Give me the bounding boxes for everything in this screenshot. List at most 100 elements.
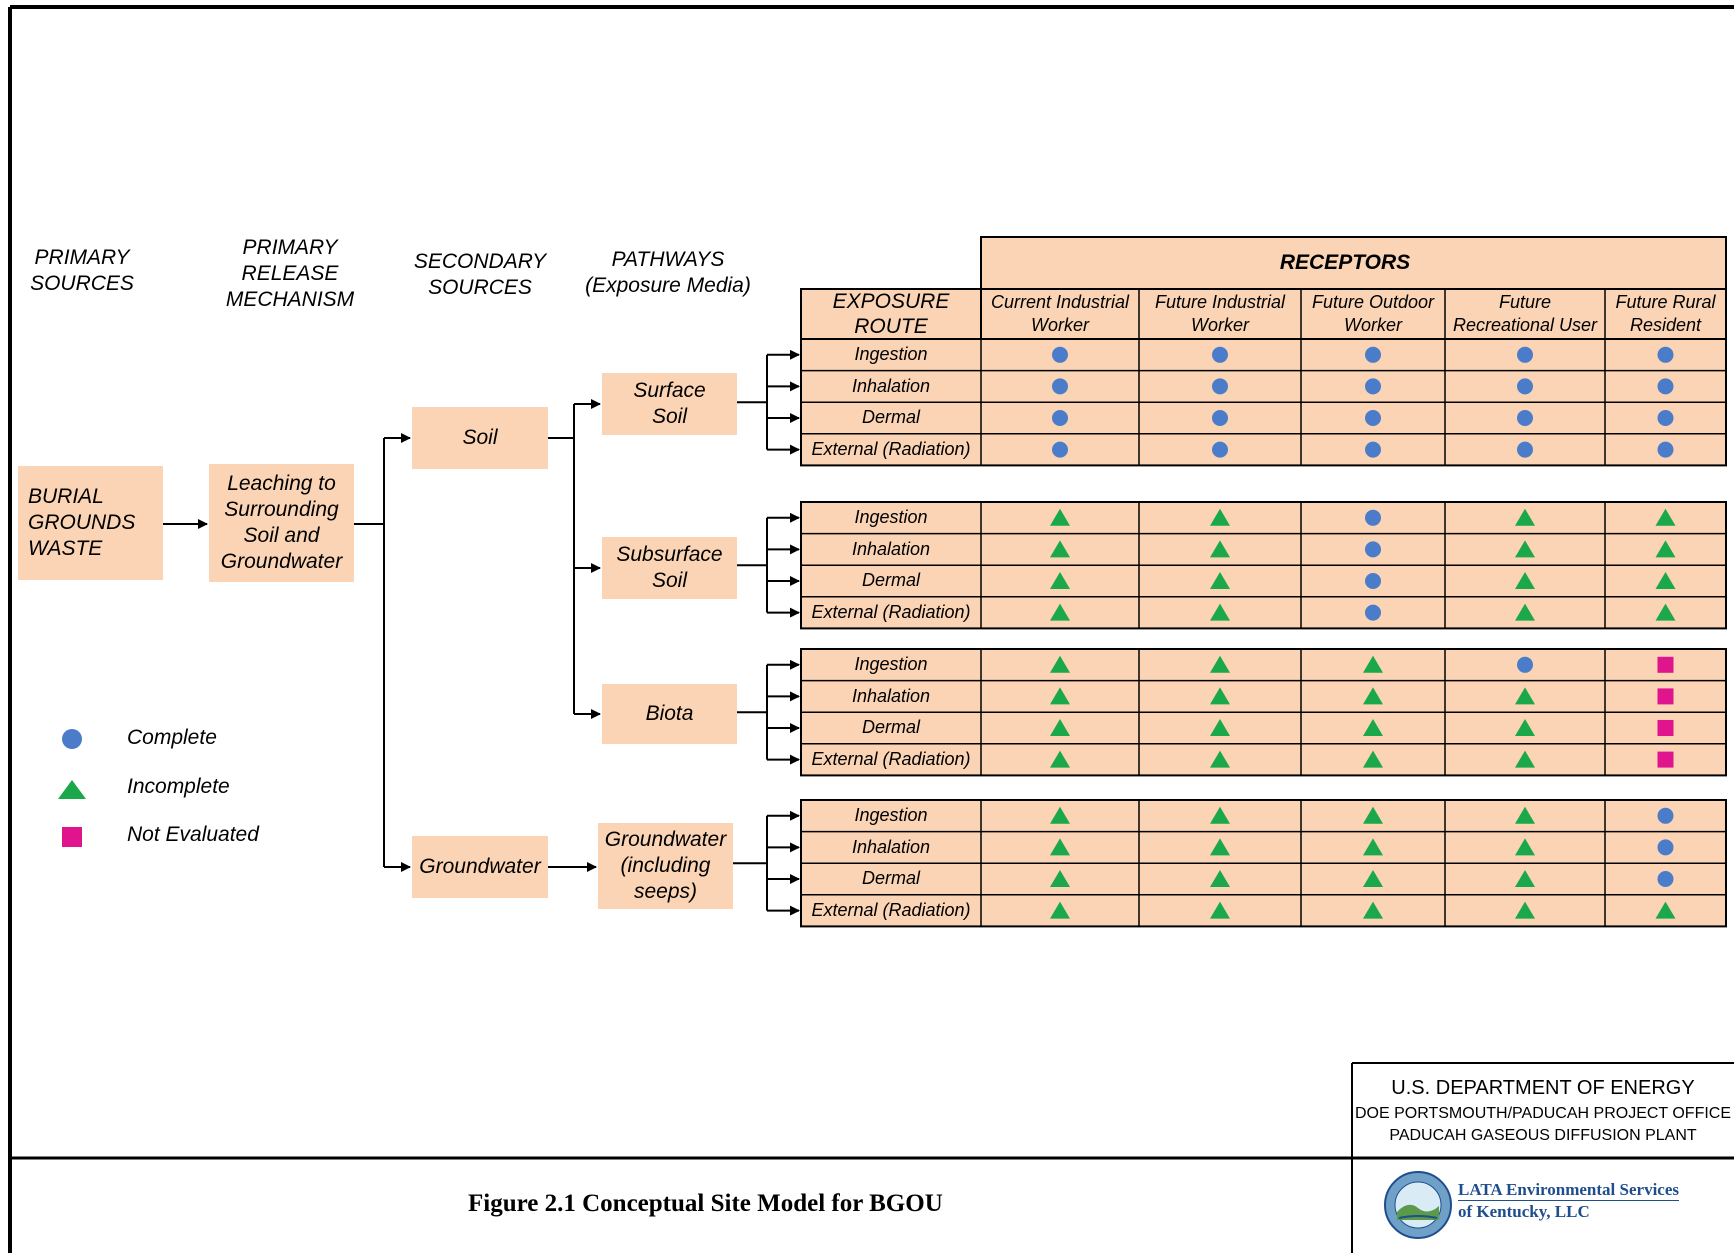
complete-marker bbox=[1052, 441, 1068, 458]
complete-marker bbox=[1212, 378, 1228, 395]
route-label: Dermal bbox=[861, 868, 920, 889]
box-subsurface-soil: Subsurface Soil bbox=[602, 537, 737, 599]
incomplete-marker bbox=[1050, 540, 1070, 558]
complete-marker bbox=[1517, 441, 1533, 458]
complete-marker bbox=[1052, 378, 1068, 395]
box-soil: Soil bbox=[412, 407, 548, 469]
route-label: Ingestion bbox=[854, 654, 928, 675]
complete-marker bbox=[1657, 871, 1674, 887]
incomplete-marker bbox=[1655, 901, 1676, 919]
receptor-header-1: Current Industrial Worker bbox=[981, 289, 1139, 339]
incomplete-marker bbox=[1363, 838, 1383, 856]
incomplete-marker bbox=[1515, 508, 1535, 526]
incomplete-marker bbox=[1210, 901, 1230, 919]
route-label: External (Radiation) bbox=[811, 900, 971, 921]
route-label: Inhalation bbox=[851, 375, 931, 396]
legend-not-evaluated-icon bbox=[62, 827, 82, 847]
incomplete-marker bbox=[1050, 838, 1070, 856]
header-primary-sources: PRIMARY SOURCES bbox=[30, 246, 134, 295]
route-label: Inhalation bbox=[851, 685, 931, 706]
complete-marker bbox=[1052, 346, 1068, 363]
box-biota-label: Biota bbox=[645, 702, 694, 725]
header-pathways: PATHWAYS (Exposure Media) bbox=[585, 248, 751, 297]
header-primary-release: PRIMARY RELEASE MECHANISM bbox=[225, 236, 355, 311]
legend-complete-label: Complete bbox=[127, 726, 217, 749]
box-groundwater-label: Groundwater bbox=[419, 855, 541, 878]
incomplete-marker bbox=[1050, 572, 1070, 589]
receptor-header-text: Future Rural Resident bbox=[1615, 292, 1716, 335]
lata-name-line2: of Kentucky, LLC bbox=[1458, 1202, 1590, 1221]
complete-marker bbox=[1517, 378, 1533, 395]
incomplete-marker bbox=[1363, 750, 1383, 768]
incomplete-marker bbox=[1050, 719, 1070, 736]
incomplete-marker bbox=[1210, 806, 1230, 824]
receptor-header-text: Future Recreational User bbox=[1452, 292, 1598, 335]
complete-marker bbox=[1212, 410, 1228, 426]
complete-marker bbox=[1365, 410, 1381, 426]
incomplete-marker bbox=[1210, 719, 1230, 736]
incomplete-marker bbox=[1210, 540, 1230, 558]
receptor-header-text: Current Industrial Worker bbox=[990, 292, 1130, 335]
route-label: Dermal bbox=[861, 717, 920, 738]
route-label: External (Radiation) bbox=[811, 602, 971, 623]
legend-symbols bbox=[58, 729, 86, 847]
complete-marker bbox=[1365, 541, 1381, 558]
incomplete-marker bbox=[1515, 750, 1535, 768]
incomplete-marker bbox=[1655, 603, 1676, 621]
complete-marker bbox=[1365, 573, 1381, 589]
complete-marker bbox=[1657, 378, 1674, 395]
receptor-header-5: Future Rural Resident bbox=[1605, 289, 1726, 339]
box-burial-grounds-waste: BURIAL GROUNDS WASTE bbox=[18, 466, 163, 580]
incomplete-marker bbox=[1050, 655, 1070, 673]
not-evaluated-marker bbox=[1657, 688, 1674, 705]
incomplete-marker bbox=[1515, 572, 1535, 589]
incomplete-marker bbox=[1050, 806, 1070, 824]
incomplete-marker bbox=[1210, 687, 1230, 705]
route-label: Dermal bbox=[861, 570, 920, 591]
incomplete-marker bbox=[1050, 687, 1070, 705]
complete-marker bbox=[1657, 807, 1674, 824]
incomplete-marker bbox=[1363, 806, 1383, 824]
lata-name-line1: LATA Environmental Services bbox=[1458, 1180, 1679, 1201]
incomplete-marker bbox=[1210, 655, 1230, 673]
exposure-route-title-text: EXPOSURE ROUTE bbox=[832, 290, 950, 338]
incomplete-marker bbox=[1655, 508, 1676, 526]
complete-marker bbox=[1517, 410, 1533, 426]
box-subsurface-soil-label: Subsurface Soil bbox=[616, 543, 723, 592]
route-header-bg bbox=[800, 288, 982, 340]
box-groundwater: Groundwater bbox=[412, 836, 548, 898]
incomplete-marker bbox=[1655, 572, 1676, 589]
incomplete-marker bbox=[1655, 540, 1676, 558]
complete-marker bbox=[1365, 441, 1381, 458]
receptor-header-3: Future Outdoor Worker bbox=[1301, 289, 1445, 339]
box-surface-soil-label: Surface Soil bbox=[633, 379, 706, 428]
receptor-header-text: Future Industrial Worker bbox=[1154, 292, 1286, 335]
box-burial-label: BURIAL GROUNDS WASTE bbox=[28, 485, 136, 560]
incomplete-marker bbox=[1515, 687, 1535, 705]
complete-marker bbox=[1212, 346, 1228, 363]
box-biota: Biota bbox=[602, 684, 737, 744]
receptors-title: RECEPTORS bbox=[981, 237, 1709, 287]
box-leaching: Leaching to Surrounding Soil and Groundw… bbox=[209, 464, 354, 582]
complete-marker bbox=[1657, 346, 1674, 363]
route-label: External (Radiation) bbox=[811, 439, 971, 460]
route-label: Ingestion bbox=[854, 507, 928, 528]
header-secondary-sources: SECONDARY SOURCES bbox=[413, 250, 547, 299]
box-leaching-label: Leaching to Surrounding Soil and Groundw… bbox=[220, 472, 343, 573]
route-label: Inhalation bbox=[851, 836, 931, 857]
complete-marker bbox=[1365, 604, 1381, 621]
box-surface-soil: Surface Soil bbox=[602, 373, 737, 435]
legend-complete-icon bbox=[62, 729, 82, 749]
incomplete-marker bbox=[1363, 901, 1383, 919]
route-label: External (Radiation) bbox=[811, 749, 971, 770]
incomplete-marker bbox=[1363, 687, 1383, 705]
incomplete-marker bbox=[1210, 870, 1230, 887]
complete-marker bbox=[1657, 839, 1674, 856]
incomplete-marker bbox=[1515, 603, 1535, 621]
incomplete-marker bbox=[1210, 508, 1230, 526]
box-gw-seeps-label: Groundwater (including seeps) bbox=[604, 828, 727, 903]
route-label: Ingestion bbox=[854, 805, 928, 826]
